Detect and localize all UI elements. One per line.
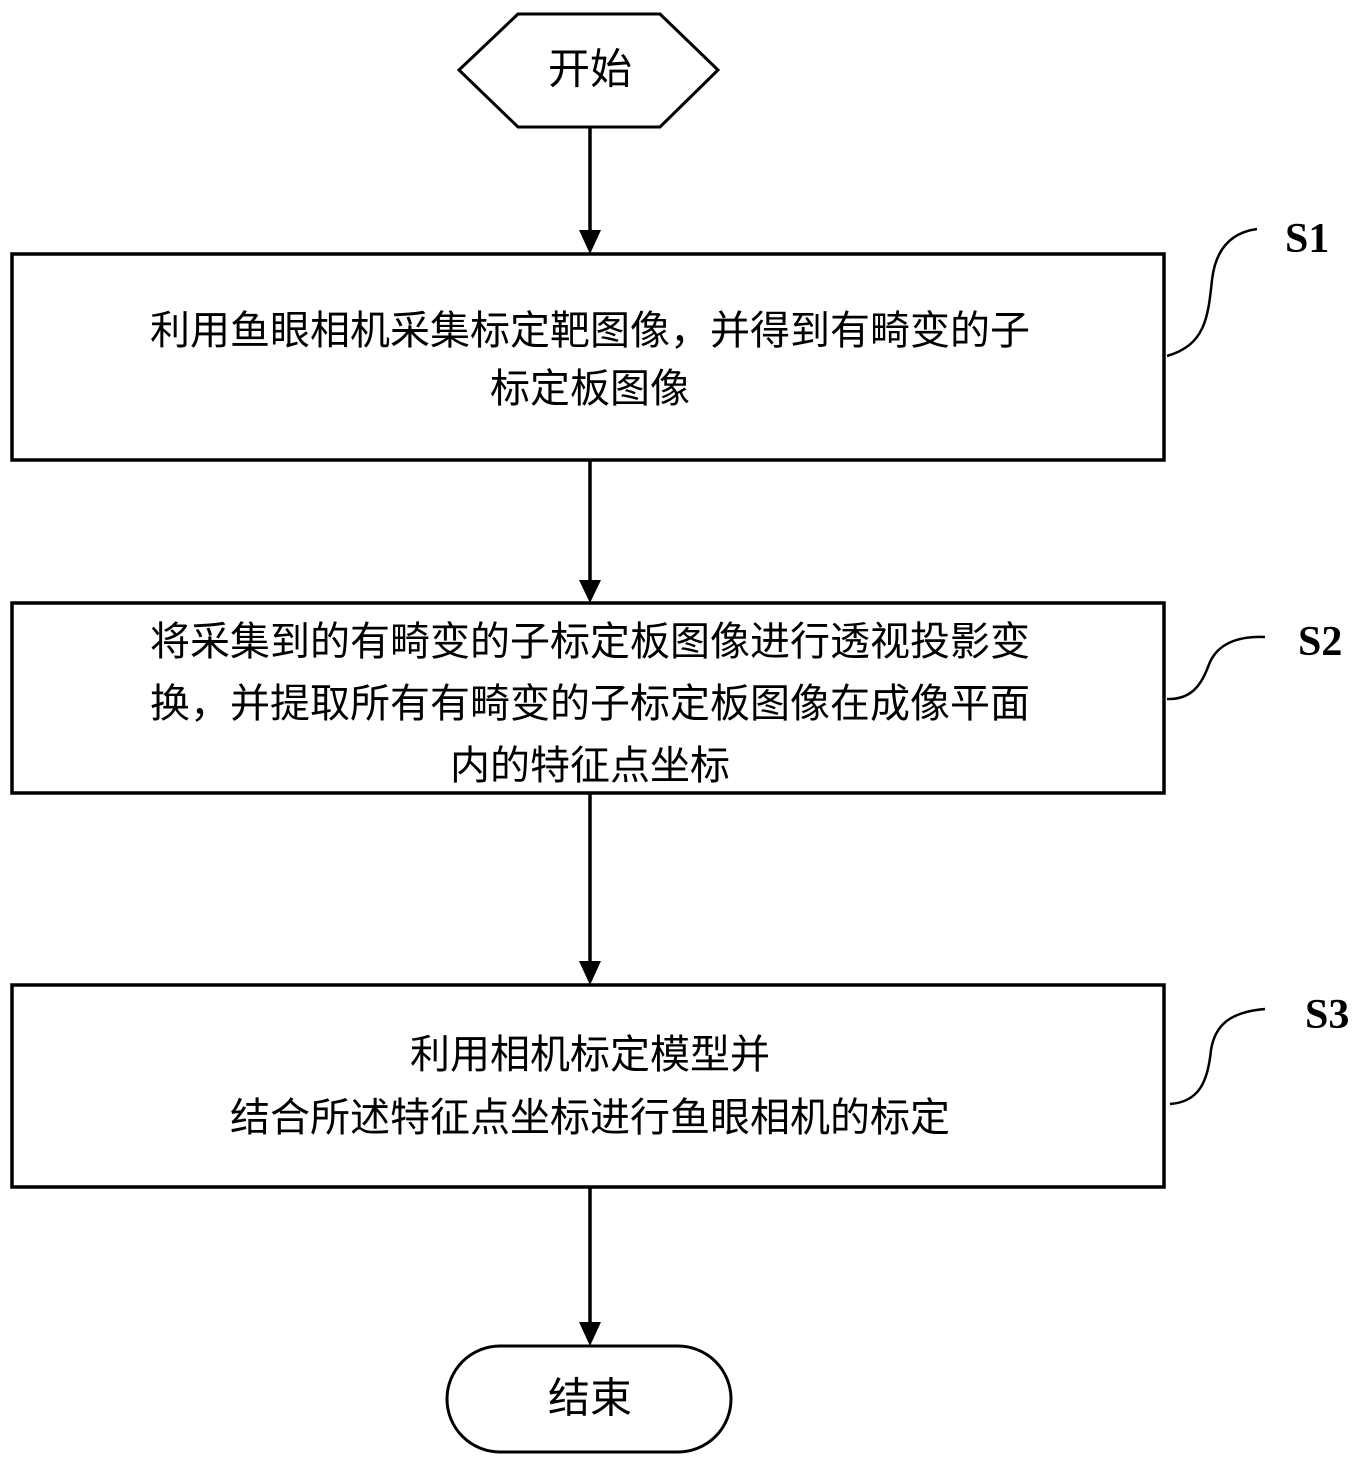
step-s2-line-2: 换，并提取所有有畸变的子标定板图像在成像平面 [150,681,1030,727]
arrowhead-icon [579,961,601,985]
edge-s1-to-s2 [579,460,601,603]
step-s3-leader-line [1169,1007,1266,1106]
start-hexagon-shape [456,12,721,129]
arrowhead-icon [579,580,601,603]
end-node: 结束 [445,1344,733,1454]
step-s1-tag: S1 [1285,216,1329,262]
start-node: 开始 [456,12,721,129]
step-s2: 将采集到的有畸变的子标定板图像进行透视投影变 换，并提取所有有畸变的子标定板图像… [10,601,1342,795]
step-s1-box [10,252,1166,462]
step-s2-line-1: 将采集到的有畸变的子标定板图像进行透视投影变 [150,619,1030,665]
end-terminal-shape [445,1344,733,1454]
step-s2-box [10,601,1166,795]
arrowhead-icon [579,1322,601,1346]
edge-s2-to-s3 [579,793,601,985]
step-s1-line-2: 标定板图像 [490,366,690,412]
step-s2-tag: S2 [1298,619,1342,665]
step-s3-tag: S3 [1305,992,1349,1038]
edge-start-to-s1 [579,127,601,254]
edge-s3-to-end [579,1187,601,1346]
start-label: 开始 [548,45,632,94]
step-s3-line-2: 结合所述特征点坐标进行鱼眼相机的标定 [230,1095,950,1141]
end-label: 结束 [548,1374,632,1423]
step-s3-line-1: 利用相机标定模型并 [410,1032,770,1078]
step-s2-leader-line [1166,635,1266,701]
step-s1-leader-line [1166,227,1258,358]
step-s2-line-3: 内的特征点坐标 [450,743,730,789]
arrowhead-icon [579,230,601,254]
step-s3-box [10,983,1166,1189]
step-s1-line-1: 利用鱼眼相机采集标定靶图像，并得到有畸变的子 [150,308,1030,354]
step-s1: 利用鱼眼相机采集标定靶图像，并得到有畸变的子 标定板图像 S1 [10,216,1329,462]
step-s3: 利用相机标定模型并 结合所述特征点坐标进行鱼眼相机的标定 S3 [10,983,1349,1189]
